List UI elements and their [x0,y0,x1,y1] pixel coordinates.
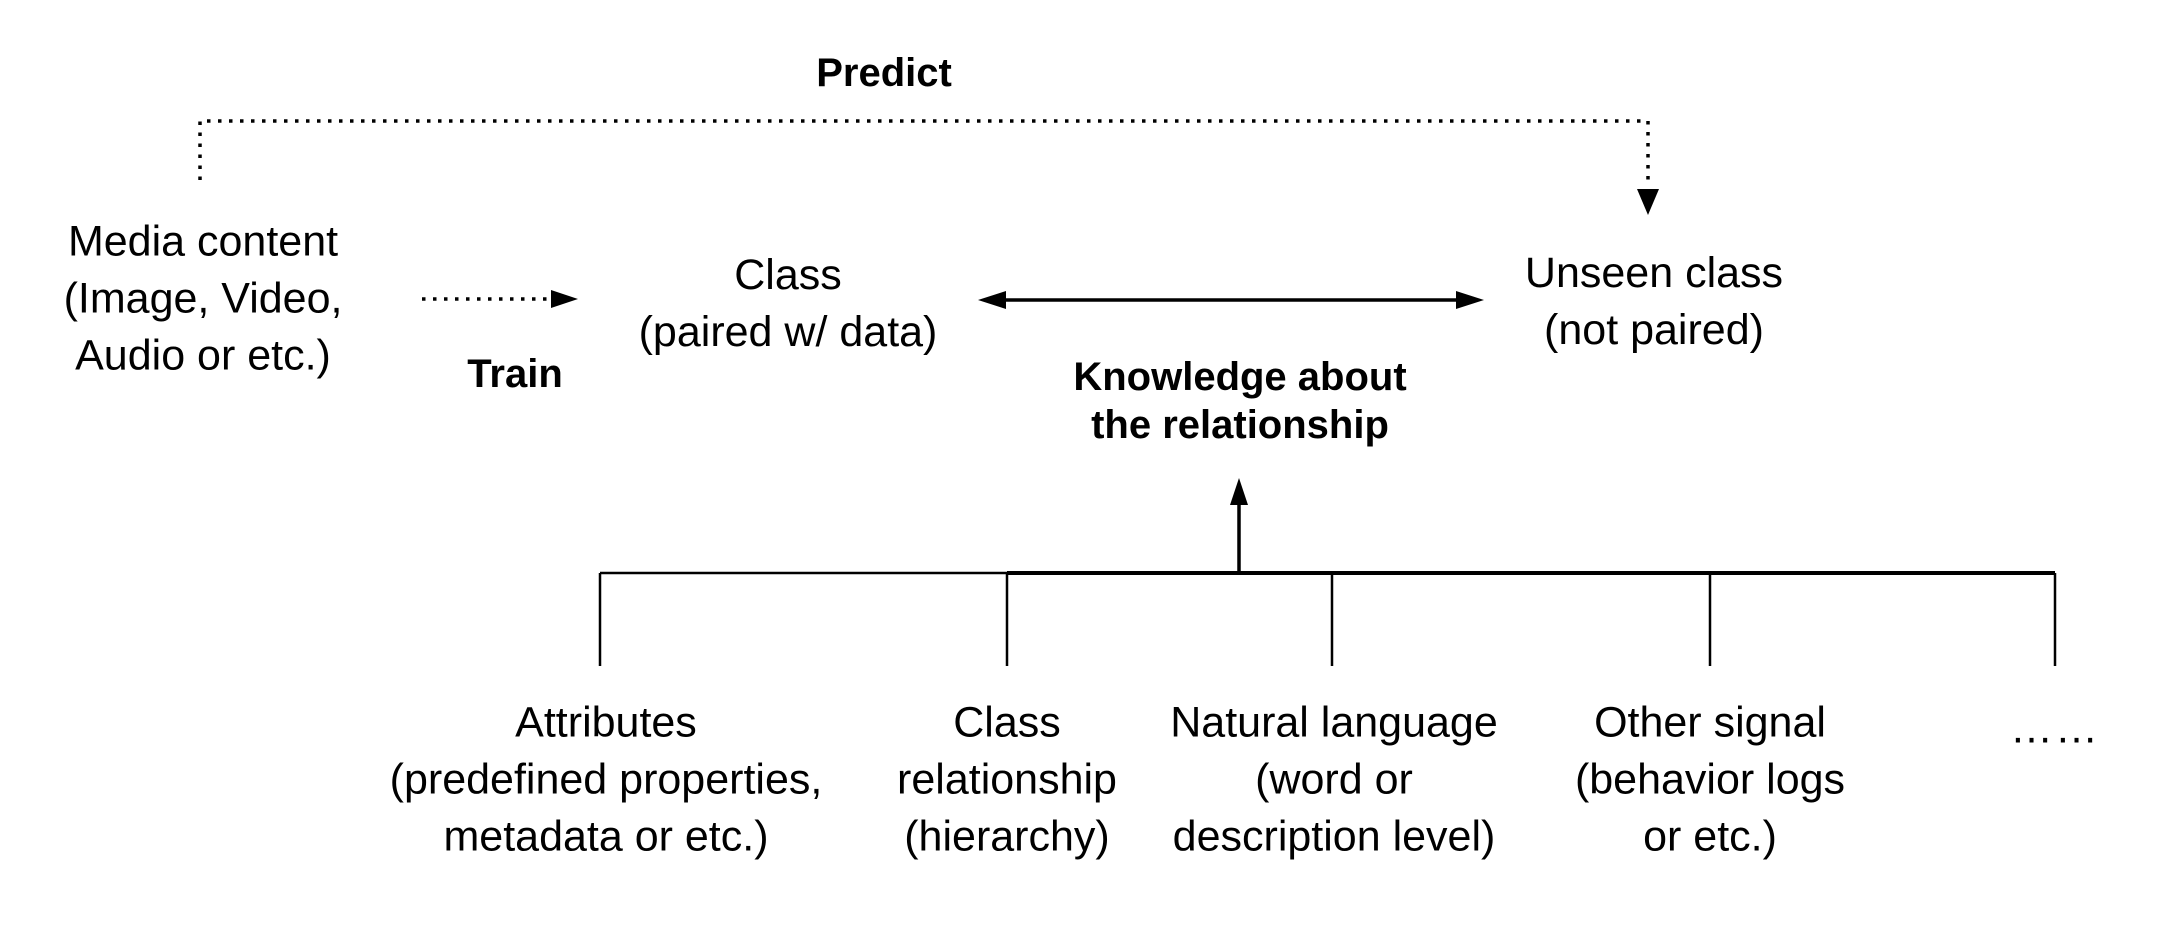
train-arrowhead-icon [551,290,578,308]
unseen-class-line: (not paired) [1544,306,1764,354]
branch-class-relationship: Class relationship (hierarchy) [897,695,1117,866]
predict-arrowhead-icon [1637,189,1659,215]
unseen-class-node: Unseen class (not paired) [1525,245,1783,359]
train-label: Train [467,350,563,398]
train-label-text: Train [467,352,563,396]
knowledge-label-line: Knowledge about [1073,355,1407,399]
knowledge-relationship-label: Knowledge about the relationship [1073,353,1406,449]
branch-natural-language-line: (word or [1255,755,1413,804]
branch-attributes: Attributes (predefined properties, metad… [390,695,823,866]
knowledge-up-arrowhead-icon [1230,478,1248,505]
class-paired-line: Class [734,251,842,299]
branch-attributes-line: metadata or etc.) [443,812,769,861]
branch-other-signal-line: (behavior logs [1574,755,1846,804]
media-content-line: (Image, Video, [63,274,343,323]
branch-attributes-line: Attributes [515,698,697,747]
media-content-line: Media content [67,217,339,266]
branch-ellipsis: …… [2010,701,2100,758]
branch-class-relationship-line: (hierarchy) [904,812,1110,861]
branch-class-relationship-line: relationship [897,755,1117,804]
branch-natural-language-line: Natural language [1170,698,1498,747]
unseen-class-line: Unseen class [1524,249,1784,297]
predict-dotted-connector [198,119,1650,186]
branch-other-signal-line: or etc.) [1643,812,1777,861]
branch-natural-language-line: description level) [1172,812,1496,861]
branch-other-signal-line: Other signal [1594,698,1826,747]
knowledge-label-line: the relationship [1091,403,1389,447]
predict-label: Predict [816,49,952,97]
branch-attributes-line: (predefined properties, [389,755,823,804]
predict-label-text: Predict [816,51,952,95]
branch-other-signal: Other signal (behavior logs or etc.) [1575,695,1845,866]
media-content-node: Media content (Image, Video, Audio or et… [64,214,343,385]
branch-class-relationship-line: Class [953,698,1061,747]
class-paired-line: (paired w/ data) [638,308,938,356]
branch-ellipsis-line: …… [2010,704,2100,753]
relationship-left-arrowhead-icon [978,291,1006,309]
relationship-right-arrowhead-icon [1456,291,1484,309]
class-paired-node: Class (paired w/ data) [639,247,938,361]
branch-natural-language: Natural language (word or description le… [1170,695,1498,866]
media-content-line: Audio or etc.) [75,331,331,380]
